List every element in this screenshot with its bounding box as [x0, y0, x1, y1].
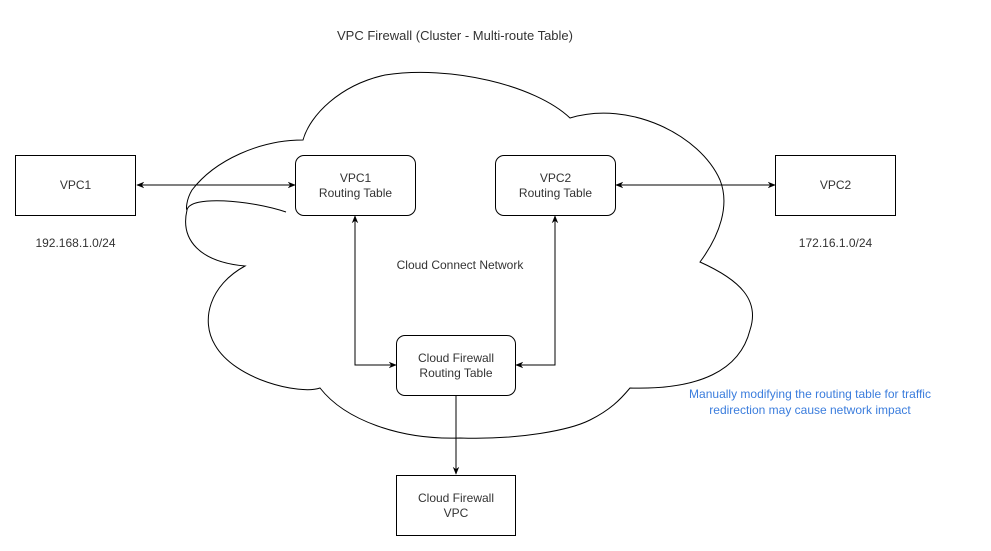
edge-vpc2rt-cfwrt	[515, 215, 559, 369]
vpc2-rt-line1: VPC2	[539, 170, 572, 185]
cfw-vpc-line1: Cloud Firewall	[417, 490, 495, 505]
warning-note: Manually modifying the routing table for…	[660, 386, 960, 418]
vpc1-node[interactable]: VPC1	[15, 155, 136, 216]
cloud-firewall-routing-table-node[interactable]: Cloud Firewall Routing Table	[396, 335, 516, 396]
vpc1-routing-table-node[interactable]: VPC1 Routing Table	[295, 155, 416, 216]
vpc1-rt-line2: Routing Table	[318, 185, 393, 200]
vpc2-label: VPC2	[819, 178, 852, 192]
edge-vpc1rt-cfwrt	[351, 215, 397, 369]
vpc2-rt-line2: Routing Table	[518, 185, 593, 200]
cloud-connect-network-label: Cloud Connect Network	[396, 258, 524, 272]
vpc1-label: VPC1	[59, 178, 92, 192]
cloud-shape	[185, 71, 754, 439]
cloud-firewall-vpc-node[interactable]: Cloud Firewall VPC	[396, 475, 516, 536]
cfw-rt-line1: Cloud Firewall	[417, 350, 495, 365]
vpc2-routing-table-node[interactable]: VPC2 Routing Table	[495, 155, 616, 216]
cfw-rt-line2: Routing Table	[419, 365, 493, 380]
vpc1-cidr: 192.168.1.0/24	[35, 236, 116, 250]
vpc2-cidr: 172.16.1.0/24	[798, 236, 873, 250]
vpc2-node[interactable]: VPC2	[775, 155, 896, 216]
diagram-title: VPC Firewall (Cluster - Multi-route Tabl…	[337, 28, 573, 43]
vpc1-rt-line1: VPC1	[339, 170, 372, 185]
warning-line2: redirection may cause network impact	[709, 403, 911, 417]
warning-line1: Manually modifying the routing table for…	[689, 387, 931, 401]
cfw-vpc-line2: VPC	[443, 505, 469, 520]
